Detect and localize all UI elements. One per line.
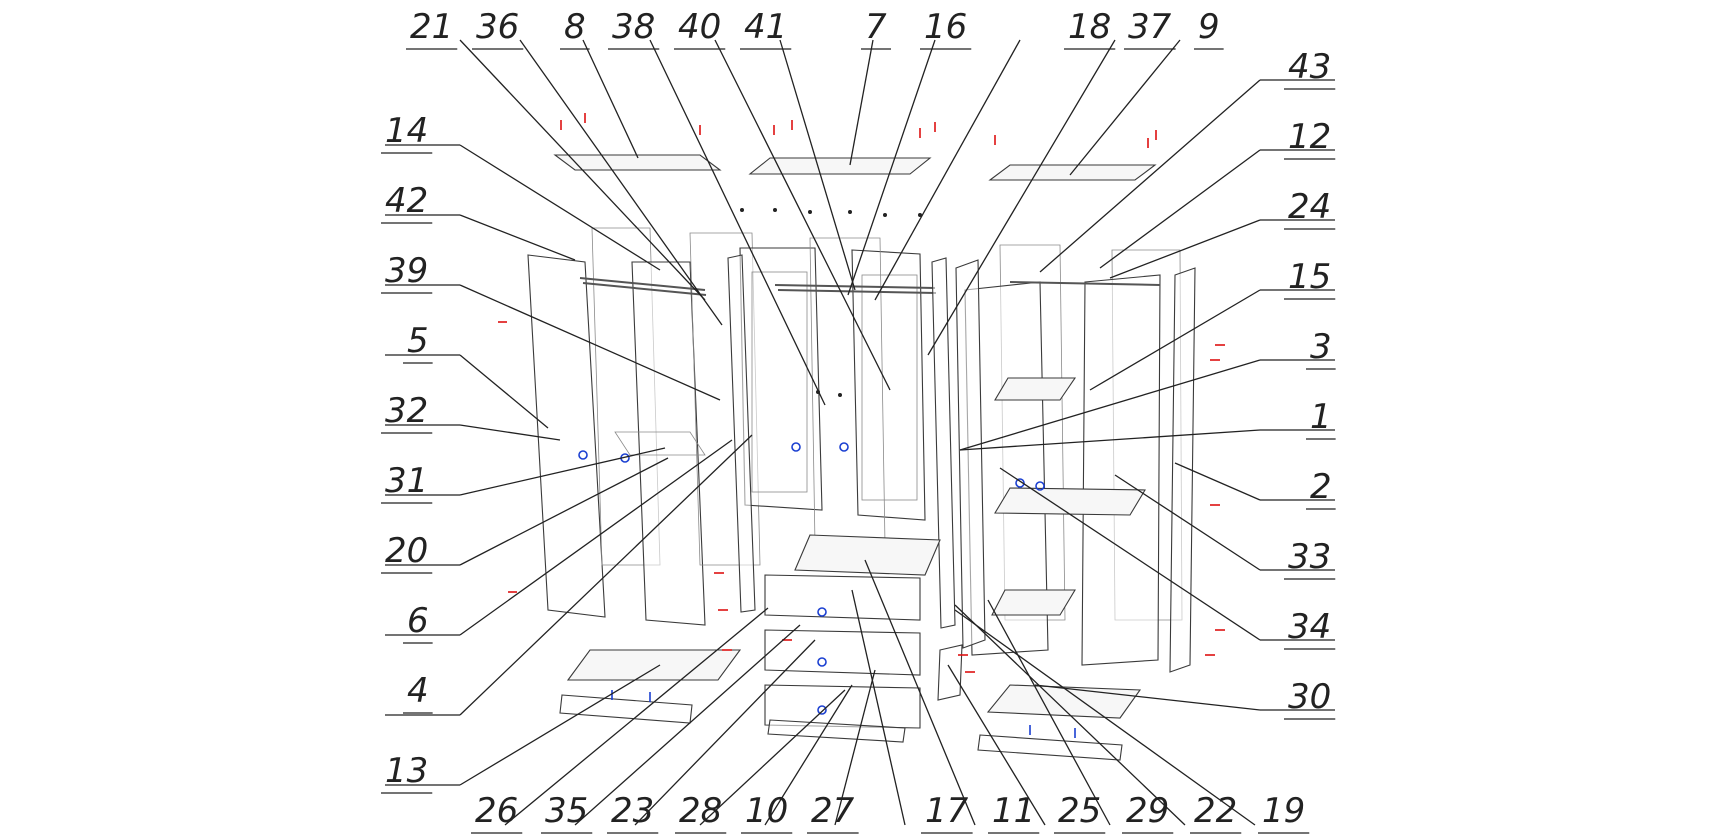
callout-35: 35 — [545, 791, 588, 831]
callout-36: 36 — [476, 7, 519, 47]
callout-13: 13 — [385, 751, 428, 791]
drawer-side-plate — [937, 644, 963, 701]
drawer-top-shelf — [794, 534, 941, 576]
callout-22: 22 — [1194, 791, 1237, 831]
left-door — [631, 261, 706, 626]
center-divider-left — [727, 254, 756, 613]
callout-29: 29 — [1126, 791, 1169, 831]
callout-41: 41 — [744, 7, 787, 47]
callouts-bottom: 26 35 23 28 10 27 17 11 25 29 22 19 — [471, 791, 1310, 834]
callout-42: 42 — [385, 181, 428, 221]
callouts-right: 43 12 24 15 3 1 2 33 34 30 — [1284, 47, 1336, 720]
center-right-door — [851, 249, 926, 521]
drawer-front-bottom — [767, 719, 906, 743]
bottom-panel-left — [566, 649, 742, 681]
center-rod-2 — [777, 289, 937, 294]
center-hanging-rod — [774, 284, 936, 289]
callout-9: 9 — [1198, 7, 1220, 47]
callout-37: 37 — [1128, 7, 1172, 47]
top-panel-center — [748, 157, 932, 175]
right-hanging-rod — [1009, 281, 1161, 286]
left-inner-panel — [689, 232, 761, 566]
blue-fittings — [578, 442, 1076, 738]
right-inner-panel — [1081, 274, 1161, 666]
callout-11: 11 — [992, 791, 1035, 831]
drawer-1 — [764, 574, 921, 621]
right-side-panel — [1169, 267, 1196, 673]
callout-26: 26 — [475, 791, 518, 831]
callout-39: 39 — [385, 251, 428, 291]
callout-38: 38 — [612, 7, 655, 47]
callout-18: 18 — [1068, 7, 1111, 47]
wardrobe-parts — [498, 113, 1225, 761]
center-left-door-frame — [751, 271, 808, 493]
callout-12: 12 — [1288, 117, 1331, 157]
left-hanging-rod — [579, 277, 706, 291]
callout-30: 30 — [1288, 677, 1331, 717]
callout-23: 23 — [611, 791, 654, 831]
callouts-left: 14 42 39 5 32 31 20 6 4 13 — [381, 111, 433, 794]
callout-19: 19 — [1262, 791, 1305, 831]
callout-25: 25 — [1058, 791, 1101, 831]
callout-34: 34 — [1288, 607, 1331, 647]
callout-21: 21 — [410, 7, 453, 47]
callout-14: 14 — [385, 111, 428, 151]
right-divider — [955, 259, 986, 649]
callout-7: 7 — [865, 7, 887, 47]
callout-33: 33 — [1288, 537, 1331, 577]
callout-3: 3 — [1310, 327, 1332, 367]
callout-1: 1 — [1310, 397, 1332, 437]
plinth-left — [559, 694, 693, 724]
leader-lines — [385, 39, 1335, 826]
center-divider-right — [931, 257, 956, 629]
left-shelf-box — [614, 431, 706, 456]
right-shelf-1 — [994, 377, 1077, 401]
callout-28: 28 — [679, 791, 722, 831]
left-rod-2 — [582, 282, 707, 296]
callout-16: 16 — [924, 7, 967, 47]
callout-43: 43 — [1288, 47, 1331, 87]
callout-6: 6 — [407, 601, 429, 641]
callout-27: 27 — [811, 791, 855, 831]
right-shelf-3 — [991, 589, 1076, 616]
callout-31: 31 — [385, 461, 428, 501]
callout-32: 32 — [385, 391, 428, 431]
callout-24: 24 — [1288, 187, 1331, 227]
callout-17: 17 — [925, 791, 969, 831]
left-side-panel — [527, 254, 606, 618]
callout-5: 5 — [407, 321, 429, 361]
callout-4: 4 — [407, 671, 429, 711]
callout-20: 20 — [385, 531, 428, 571]
top-panel-left — [553, 154, 722, 171]
callouts-top: 21 36 8 38 40 41 7 16 18 37 9 — [406, 7, 1224, 50]
callout-8: 8 — [564, 7, 586, 47]
bottom-panel-right — [986, 684, 1142, 719]
callout-2: 2 — [1310, 467, 1332, 507]
right-shelf-2 — [994, 487, 1146, 516]
callout-40: 40 — [678, 7, 721, 47]
callout-10: 10 — [745, 791, 788, 831]
callout-15: 15 — [1288, 257, 1331, 297]
plinth-right — [977, 734, 1123, 761]
